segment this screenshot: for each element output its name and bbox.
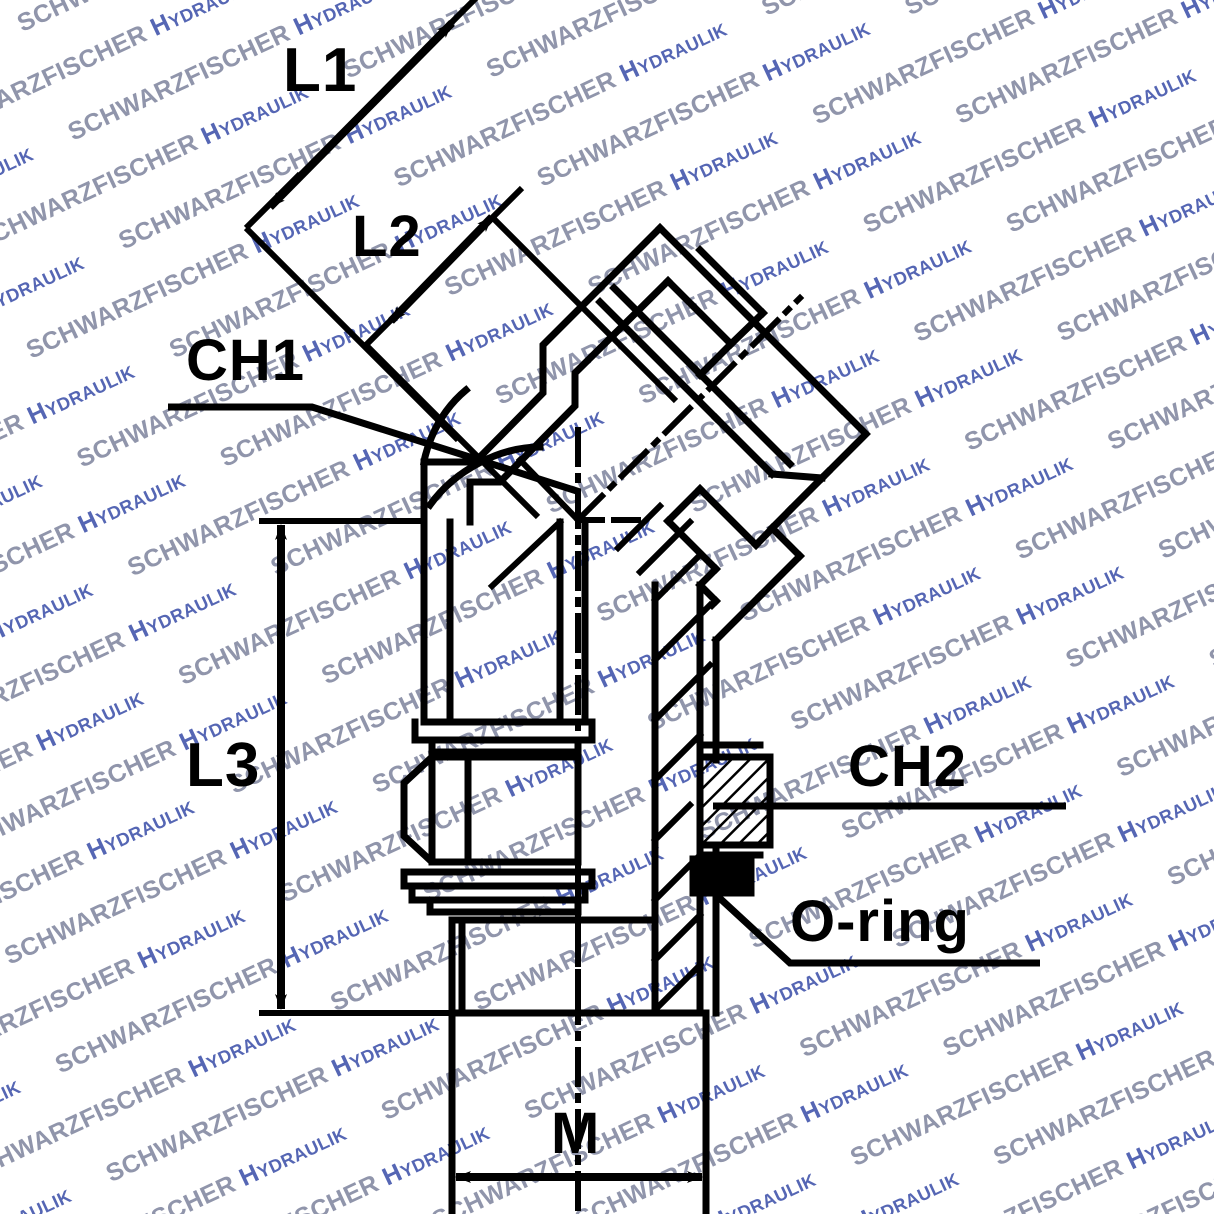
angled-shoulder-1: [695, 484, 761, 550]
angled-collar-face-a: [695, 339, 736, 380]
label-m: M: [551, 1101, 601, 1166]
label-l2: L2: [352, 204, 422, 269]
center-tick-a: [487, 517, 565, 591]
l2-dimension-line: [388, 214, 495, 324]
angled-shoulder-3: [663, 484, 705, 526]
body-outer-right-2: [767, 523, 805, 561]
angled-thread-line-1: [711, 413, 777, 479]
label-ch1: CH1: [186, 328, 306, 393]
body-outer-right-3: [755, 551, 805, 601]
ch1-leader: [168, 403, 582, 496]
angled-thread-line-2: [725, 399, 795, 469]
angled-collar-face-b: [726, 308, 768, 349]
angled-collar-step-b: [695, 245, 768, 318]
o-ring-seal: [689, 855, 755, 897]
dimension-lines: [243, 0, 709, 1205]
body-section-hatching: [650, 550, 715, 1015]
angled-arm-left-outline: [420, 223, 665, 526]
label-o-ring: O-ring: [790, 889, 970, 954]
ch2-hex-section: [696, 753, 774, 849]
label-l1: L1: [283, 36, 358, 105]
angled-arm-end-cap: [817, 405, 871, 483]
centerline-angled: [573, 293, 805, 525]
elbow-fillet: [420, 385, 471, 466]
fitting-geometry: [400, 223, 871, 1214]
angled-arm-top-edge: [655, 223, 847, 415]
angled-collar-step-a: [663, 276, 736, 349]
angled-shoulder-4: [663, 516, 721, 574]
leader-lines: [168, 403, 1066, 967]
label-l3: L3: [186, 731, 261, 800]
l2-ext-leader-lower: [363, 342, 541, 520]
l2-ext-leader-upper: [489, 214, 679, 404]
l1-dimension-line: [267, 20, 455, 210]
o-ring-leader: [697, 877, 1040, 967]
center-tick-c: [515, 455, 583, 525]
body-outer-right-1: [767, 473, 827, 533]
body-outer-right-4: [711, 591, 765, 645]
angled-joint-hatch: [613, 501, 695, 577]
label-ch2: CH2: [848, 734, 968, 799]
angled-thread-end-1: [768, 470, 826, 482]
